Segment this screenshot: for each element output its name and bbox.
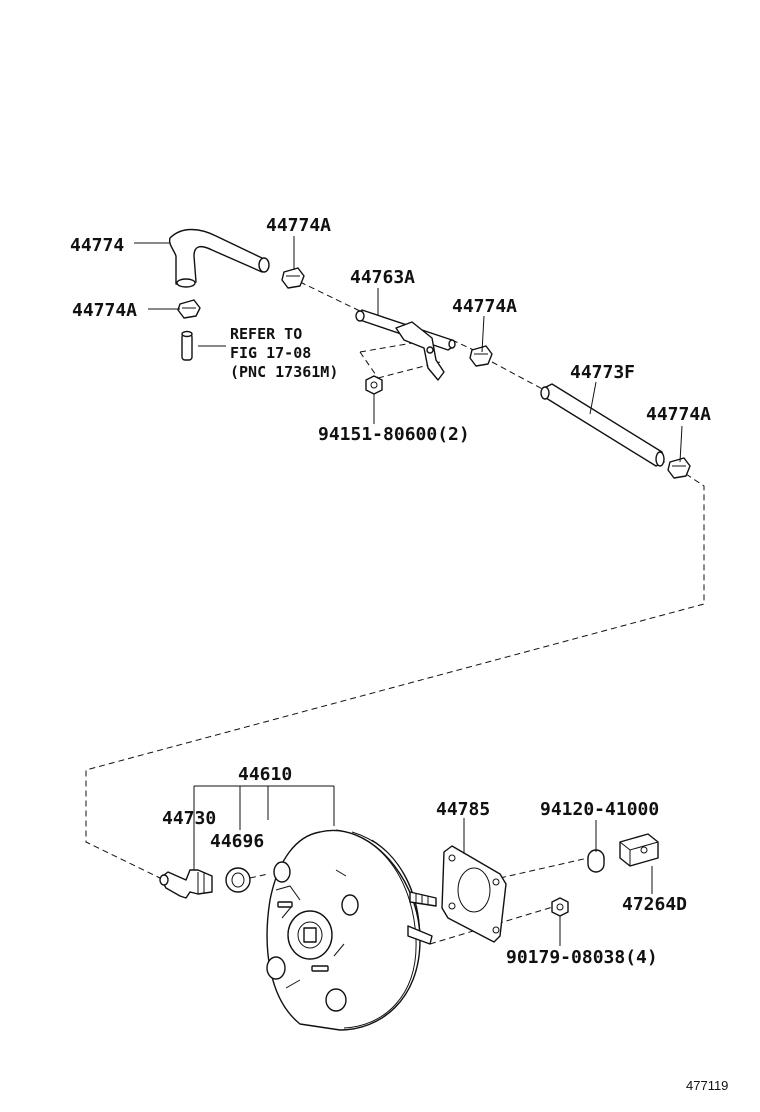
clamp-44774a-top: [281, 267, 305, 289]
nut-90179-08038: [551, 897, 569, 917]
nut-94151-80600: [365, 375, 383, 395]
figure-id: 477119: [686, 1078, 728, 1093]
brake-booster-44610: [266, 829, 437, 1031]
grommet-44696: [225, 867, 251, 893]
label-44730: 44730: [162, 808, 216, 829]
bushing-94120-41000: [587, 849, 605, 873]
pipe-stub: [181, 330, 193, 361]
refer-note-line3: (PNC 17361M): [230, 363, 338, 381]
label-47264d: 47264D: [622, 894, 687, 915]
hose-44773f: [540, 383, 665, 467]
label-44774: 44774: [70, 235, 124, 256]
clamp-44774a-mid: [469, 345, 493, 367]
label-44610: 44610: [238, 764, 292, 785]
label-44696: 44696: [210, 831, 264, 852]
label-94120-41000: 94120-41000: [540, 799, 659, 820]
gasket-44785: [441, 845, 507, 943]
label-44773f: 44773F: [570, 362, 635, 383]
label-44774a-right: 44774A: [646, 404, 711, 425]
bracket-47264d: [619, 833, 659, 867]
label-44774a-top: 44774A: [266, 215, 331, 236]
label-90179-08038: 90179-08038(4): [506, 947, 658, 968]
clamp-44774a-right: [667, 457, 691, 479]
refer-note: REFER TO FIG 17-08 (PNC 17361M): [230, 325, 338, 381]
hose-44774: [168, 228, 270, 288]
refer-note-line2: FIG 17-08: [230, 344, 311, 362]
refer-note-line1: REFER TO: [230, 325, 302, 343]
label-94151-80600: 94151-80600(2): [318, 424, 470, 445]
label-44763a: 44763A: [350, 267, 415, 288]
assembly-lines: [85, 281, 705, 945]
clamp-44774a-left: [177, 299, 201, 319]
label-44785: 44785: [436, 799, 490, 820]
check-valve-44730: [159, 869, 213, 899]
label-44774a-mid: 44774A: [452, 296, 517, 317]
pipe-bracket-44763a: [355, 309, 456, 381]
label-44774a-left: 44774A: [72, 300, 137, 321]
leader-lines: [134, 236, 683, 946]
